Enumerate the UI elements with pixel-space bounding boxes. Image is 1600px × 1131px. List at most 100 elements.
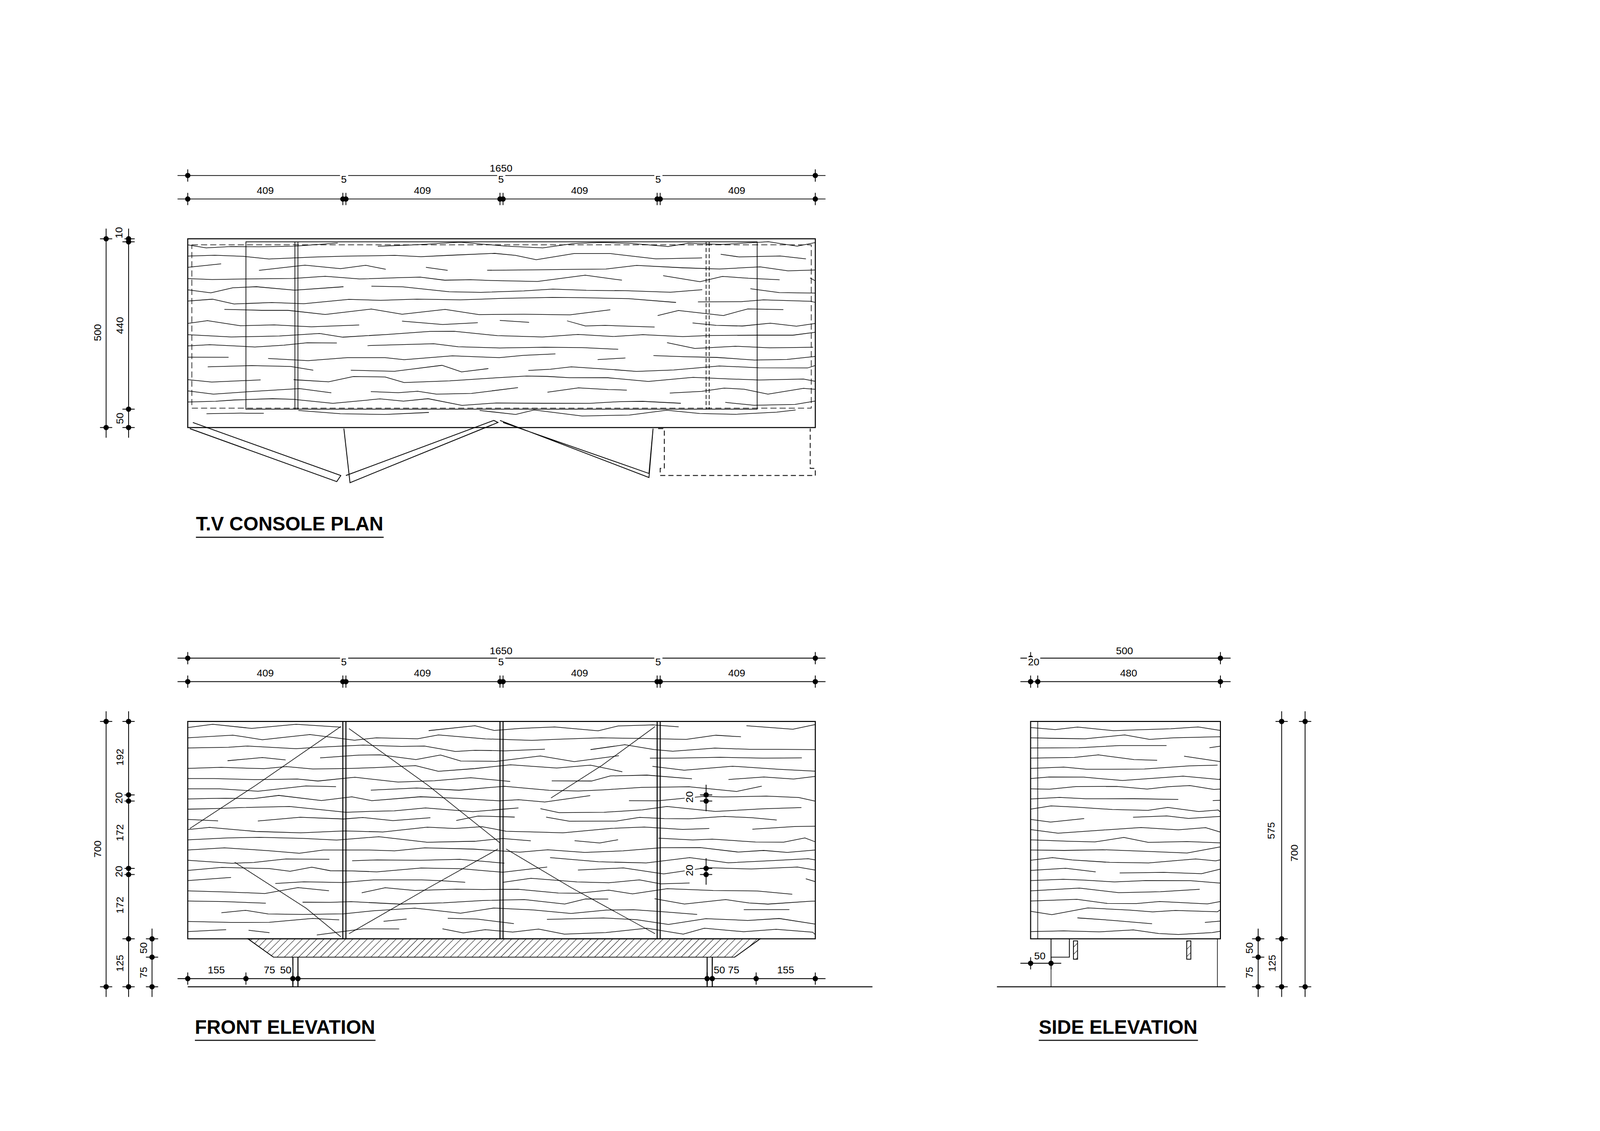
dimension-line <box>1020 681 1231 683</box>
wood-grain <box>1030 837 1221 843</box>
dimension-dot <box>126 872 131 877</box>
dimension-text: 50 <box>712 965 727 976</box>
dimension-text: 172 <box>115 822 126 842</box>
wood-grain <box>187 376 816 383</box>
wood-grain <box>187 734 741 741</box>
dimension-text: 125 <box>1267 953 1278 973</box>
wood-grain <box>1030 745 1221 749</box>
wood-grain <box>187 917 816 925</box>
wood-grain <box>187 342 814 350</box>
wood-grain <box>1030 764 1218 770</box>
dimension-text: 172 <box>115 895 126 915</box>
wood-grain <box>187 887 793 895</box>
dimension-dot <box>126 984 131 989</box>
wood-grain <box>187 785 762 792</box>
dimension-dot <box>185 173 191 178</box>
dimension-dot <box>126 719 131 724</box>
dimension-text: 575 <box>1266 821 1277 840</box>
dimension-text: 10 <box>114 225 125 240</box>
view-title: SIDE ELEVATION <box>1038 1017 1198 1042</box>
dimension-text: 5 <box>339 174 348 185</box>
wood-grain <box>187 387 816 395</box>
dimension-dot <box>1255 954 1261 960</box>
dimension-text: 409 <box>255 185 275 196</box>
dimension-dot <box>343 679 349 684</box>
wood-grain <box>187 806 802 813</box>
wood-grain <box>187 286 816 294</box>
dimension-dot <box>704 866 709 871</box>
dimension-text: 409 <box>570 185 589 196</box>
dimension-text: 5 <box>654 174 662 185</box>
dimension-dot <box>1279 719 1284 724</box>
dimension-text: 500 <box>1115 645 1134 657</box>
dimension-dot <box>1028 679 1033 684</box>
dimension-text: 125 <box>115 953 126 973</box>
dimension-text: 155 <box>776 965 795 976</box>
dimension-dot <box>103 236 109 241</box>
dimension-text: 5 <box>339 657 348 668</box>
wood-grain <box>1030 734 1221 740</box>
dimension-dot <box>704 792 709 797</box>
wood-grain <box>187 826 816 834</box>
wood-grain <box>1077 917 1221 924</box>
dimension-dot <box>1279 984 1284 989</box>
dimension-text: 50 <box>138 941 149 955</box>
dimension-dot <box>126 866 131 871</box>
dimension-line <box>1020 657 1231 659</box>
dimension-dot <box>103 719 109 724</box>
dimension-text: 192 <box>115 747 126 767</box>
dimension-dot <box>103 425 109 430</box>
dimension-text: 20 <box>114 864 125 879</box>
wood-grain <box>187 398 816 406</box>
dimension-line <box>128 228 130 439</box>
dimension-dot <box>1302 984 1307 989</box>
dimension-dot <box>500 679 506 684</box>
wood-grain <box>1030 806 1221 813</box>
dimension-dot <box>1302 719 1307 724</box>
dimension-text: 409 <box>412 668 432 679</box>
wood-grain <box>1030 899 1221 904</box>
dimension-dot <box>103 984 109 989</box>
dimension-dot <box>149 936 155 941</box>
wood-grain <box>187 928 816 936</box>
wood-grain <box>221 908 790 915</box>
dimension-text: 440 <box>115 315 126 335</box>
dimension-dot <box>343 196 349 202</box>
dimension-text: 20 <box>684 863 695 878</box>
dimension-dot <box>753 976 759 981</box>
wood-grain <box>187 877 816 884</box>
wood-grain <box>1030 868 1221 874</box>
wood-grain <box>187 320 816 328</box>
dimension-dot <box>658 679 663 684</box>
dimension-line <box>105 228 107 439</box>
dimension-dot <box>704 872 709 877</box>
dimension-dot <box>1218 656 1223 661</box>
wood-grain <box>1030 929 1221 935</box>
dimension-text: 480 <box>1118 668 1138 679</box>
wood-grain <box>187 297 816 305</box>
dimension-dot <box>500 196 506 202</box>
wood-grain <box>187 836 816 843</box>
dimension-text: 20 <box>684 790 695 804</box>
dimension-dot <box>1218 679 1223 684</box>
wood-grain <box>187 847 816 854</box>
wood-grain <box>1030 888 1200 893</box>
dimension-text: 75 <box>262 965 277 976</box>
dimension-line <box>1020 962 1061 964</box>
dimension-text: 50 <box>1033 951 1047 962</box>
dimension-dot <box>1028 961 1033 966</box>
dimension-line <box>1304 711 1306 998</box>
dimension-dot <box>149 954 155 960</box>
wood-grain <box>206 410 796 416</box>
dimension-text: 75 <box>138 965 149 980</box>
wood-grain <box>187 795 816 803</box>
wood-grain <box>1030 857 1221 864</box>
dimension-dot <box>126 792 131 797</box>
dimension-text: 409 <box>412 185 432 196</box>
wood-grain <box>1030 846 1221 853</box>
dimension-dot <box>126 936 131 941</box>
dimension-dot <box>126 239 131 245</box>
dimension-line <box>1281 711 1283 998</box>
